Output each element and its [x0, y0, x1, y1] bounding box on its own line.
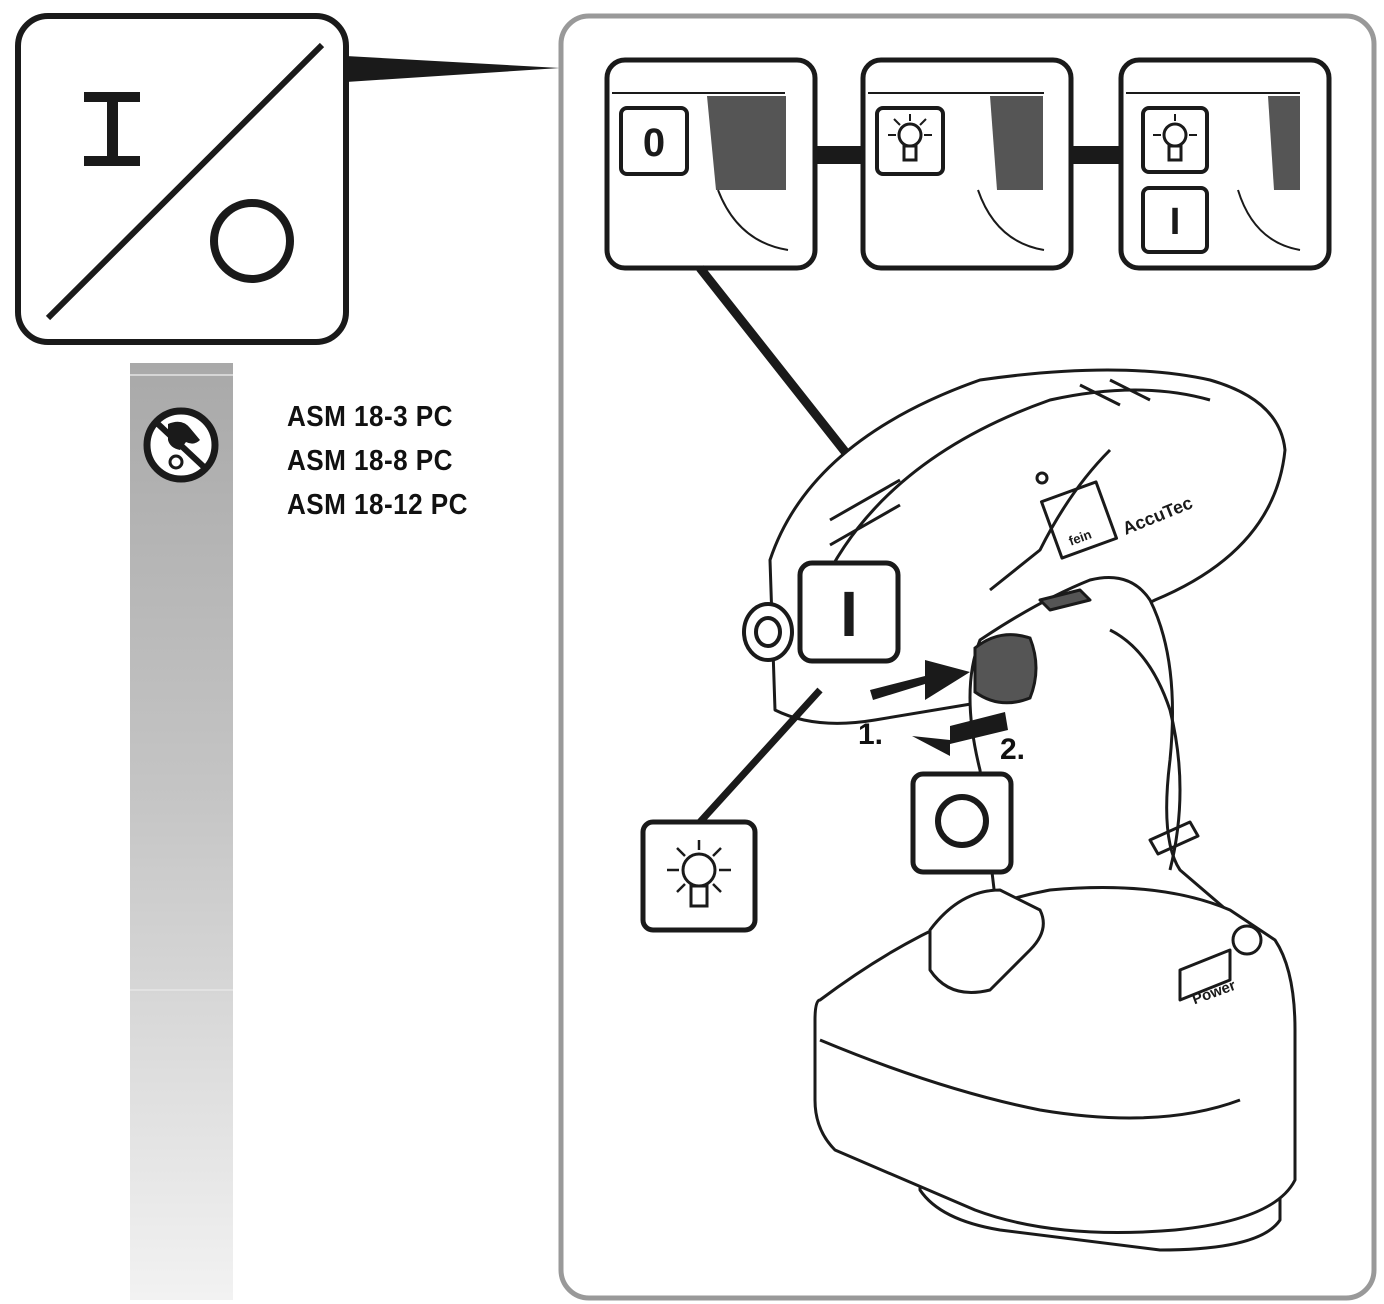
step-label-push: 1.: [858, 718, 884, 751]
switch-state-off: 0: [604, 57, 818, 271]
switch-state-on: I: [1118, 57, 1332, 271]
model-list: ASM 18-3 PC ASM 18-8 PC ASM 18-12 PC: [287, 395, 468, 527]
off-callout-box: [910, 771, 1014, 875]
lamp-callout-box: [640, 819, 758, 933]
pull-arrow-icon: [912, 712, 1008, 756]
push-arrow-icon: [870, 660, 970, 700]
switch-state-lamp: [860, 57, 1074, 271]
on-symbol-small: I: [1170, 201, 1181, 243]
model-item: ASM 18-3 PC: [287, 401, 453, 433]
on-off-icon: [15, 13, 349, 345]
lamp-icon: [888, 114, 932, 162]
sidebar-strip: [130, 363, 233, 1300]
callout-wedge: [346, 56, 560, 82]
model-item: ASM 18-8 PC: [287, 445, 453, 477]
brand-logo: fein: [1067, 527, 1094, 549]
no-hand-spindle-icon: [143, 407, 219, 483]
model-item: ASM 18-12 PC: [287, 489, 468, 521]
spindle-chuck: [742, 602, 794, 662]
off-symbol: 0: [643, 121, 665, 165]
screwdriver-illustration: [768, 368, 1297, 1252]
on-symbol-large: I: [840, 578, 858, 650]
on-callout-box: [797, 560, 901, 664]
step-label-pull: 2.: [1000, 733, 1026, 766]
rotary-switch: [973, 633, 1038, 705]
